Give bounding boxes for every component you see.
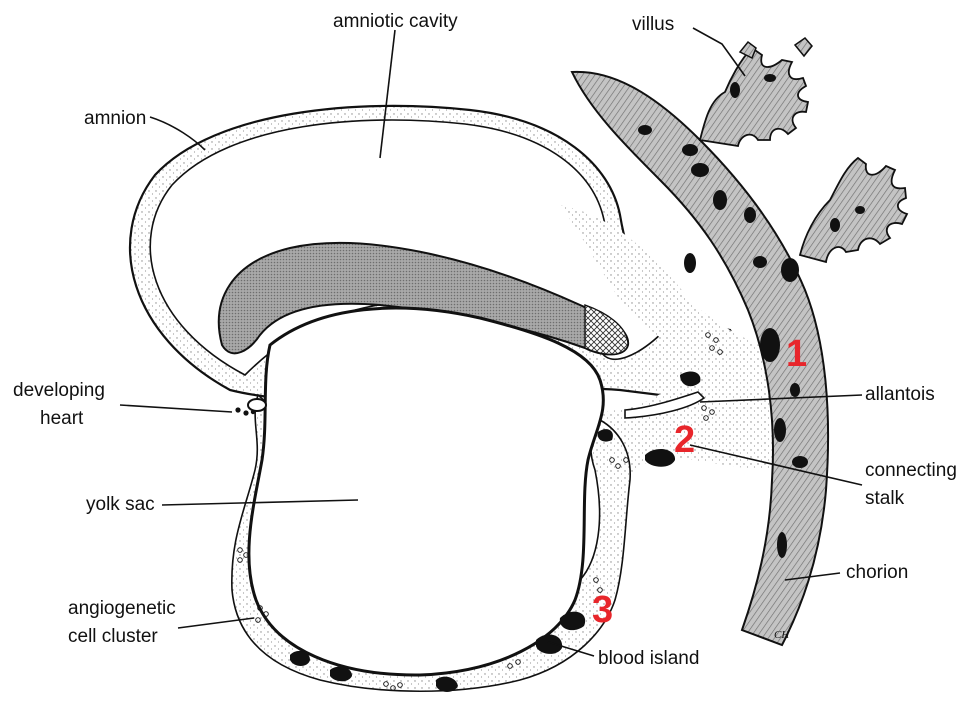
label-amnion: amnion xyxy=(84,108,146,129)
yolk-sac-cavity xyxy=(249,308,603,675)
label-allantois: allantois xyxy=(865,384,935,405)
marker-2: 2 xyxy=(674,419,695,461)
villus-upper xyxy=(700,48,808,146)
villus-tip xyxy=(795,38,812,56)
label-yolk-sac: yolk sac xyxy=(86,494,155,515)
marker-3: 3 xyxy=(592,589,613,631)
label-chorion: chorion xyxy=(846,562,908,583)
label-amniotic-cavity: amniotic cavity xyxy=(333,11,458,32)
label-angiogenetic-1: angiogenetic xyxy=(68,598,176,619)
label-developing-heart-1: developing xyxy=(13,380,105,401)
label-connecting-stalk-2: stalk xyxy=(865,488,905,509)
label-connecting-stalk-1: connecting xyxy=(865,460,957,481)
artist-signature: CH xyxy=(774,629,790,641)
villus-tip xyxy=(740,42,756,58)
label-developing-heart-2: heart xyxy=(40,408,84,429)
label-blood-island: blood island xyxy=(598,648,699,669)
label-angiogenetic-2: cell cluster xyxy=(68,626,158,647)
label-villus: villus xyxy=(632,14,674,35)
marker-1: 1 xyxy=(786,333,807,375)
villus-lower xyxy=(800,158,907,262)
